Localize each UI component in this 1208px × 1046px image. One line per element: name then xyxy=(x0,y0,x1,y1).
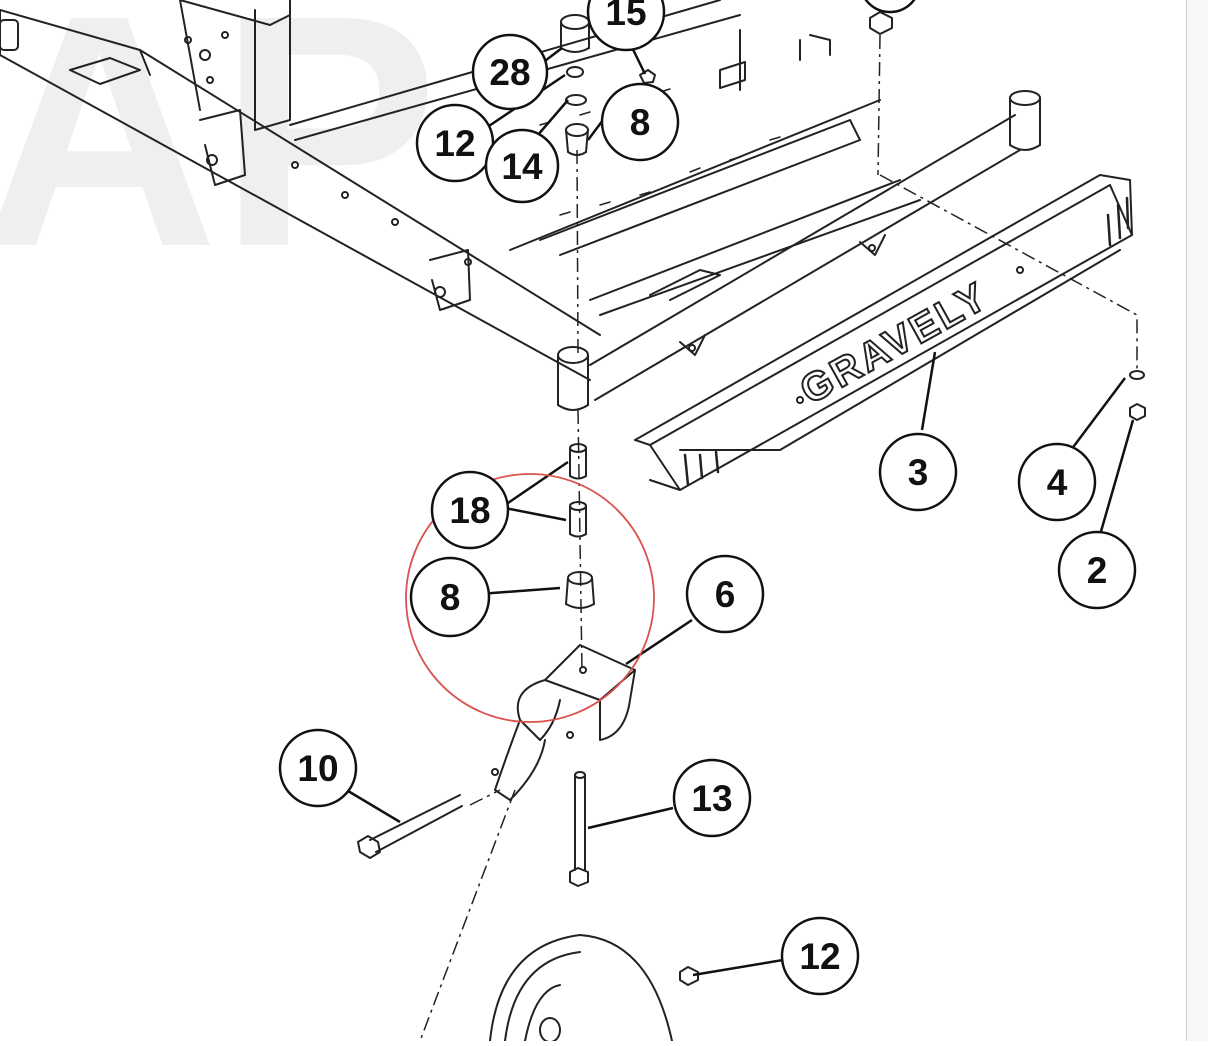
callout-c15: 15 xyxy=(586,0,666,52)
scrollbar[interactable] xyxy=(1186,0,1208,1041)
caster-wheel xyxy=(489,934,673,1043)
bolt-part-10 xyxy=(357,794,463,859)
watermark: AP xyxy=(0,0,438,315)
front-axle-tube xyxy=(557,90,1041,411)
callout-circle xyxy=(1017,442,1097,522)
callout-label: 12 xyxy=(799,936,840,977)
callout-c2: 2 xyxy=(1057,530,1137,610)
callout-c13: 13 xyxy=(672,758,752,838)
callout-circle xyxy=(672,758,752,838)
callout-label: 8 xyxy=(630,102,651,143)
alignment-lines xyxy=(419,34,1138,1042)
bumper-hardware xyxy=(1129,370,1146,421)
callout-c7: 7 xyxy=(864,0,916,14)
callout-circle xyxy=(600,82,680,162)
callout-c12a: 12 xyxy=(415,103,495,183)
callout-label: 8 xyxy=(440,577,461,618)
callout-circle xyxy=(780,916,860,996)
callout-circle xyxy=(685,554,765,634)
callout-circle xyxy=(430,470,510,550)
callout-label: 3 xyxy=(908,452,929,493)
caster-fork xyxy=(491,644,636,801)
callout-circle xyxy=(484,128,560,204)
callout-circle xyxy=(471,33,549,111)
callout-circle xyxy=(586,0,666,52)
frame-upper-plate xyxy=(0,0,291,131)
frame-left-rail xyxy=(0,9,601,381)
callout-circle xyxy=(278,728,358,808)
callout-c4: 4 xyxy=(1017,442,1097,522)
callout-label: 7 xyxy=(880,0,901,3)
callout-c3: 3 xyxy=(878,432,958,512)
callout-label: 14 xyxy=(501,146,543,187)
callout-balloons: 15 28 12 14 8 7 3 4 2 18 8 6 10 13 12 xyxy=(278,0,1137,996)
nut-part-7 xyxy=(869,11,893,35)
front-bumper xyxy=(634,174,1133,491)
callout-circle xyxy=(878,432,958,512)
callout-c8b: 8 xyxy=(409,556,491,638)
nut-part-12 xyxy=(679,966,699,986)
callout-c10: 10 xyxy=(278,728,358,808)
callout-label: 4 xyxy=(1047,462,1068,503)
brand-logo: GRAVELY xyxy=(793,274,996,413)
callout-label: 28 xyxy=(489,52,530,93)
callout-c28: 28 xyxy=(471,33,549,111)
callout-label: 2 xyxy=(1087,550,1108,591)
callout-c12b: 12 xyxy=(780,916,860,996)
callout-c6: 6 xyxy=(685,554,765,634)
callout-c14: 14 xyxy=(484,128,560,204)
callout-c18: 18 xyxy=(430,470,510,550)
callout-circle xyxy=(864,0,916,14)
callout-label: 18 xyxy=(449,490,490,531)
bolt-part-13 xyxy=(569,771,589,887)
callout-label: 6 xyxy=(715,574,736,615)
exploded-parts-diagram: AP xyxy=(0,0,1146,1043)
callout-label: 15 xyxy=(605,0,646,33)
callout-circle xyxy=(409,556,491,638)
callout-c8a: 8 xyxy=(600,82,680,162)
callout-label: 10 xyxy=(297,748,338,789)
callout-label: 12 xyxy=(434,123,475,164)
callout-circle xyxy=(1057,530,1137,610)
callout-label: 13 xyxy=(691,778,732,819)
highlight-circle xyxy=(405,473,655,723)
